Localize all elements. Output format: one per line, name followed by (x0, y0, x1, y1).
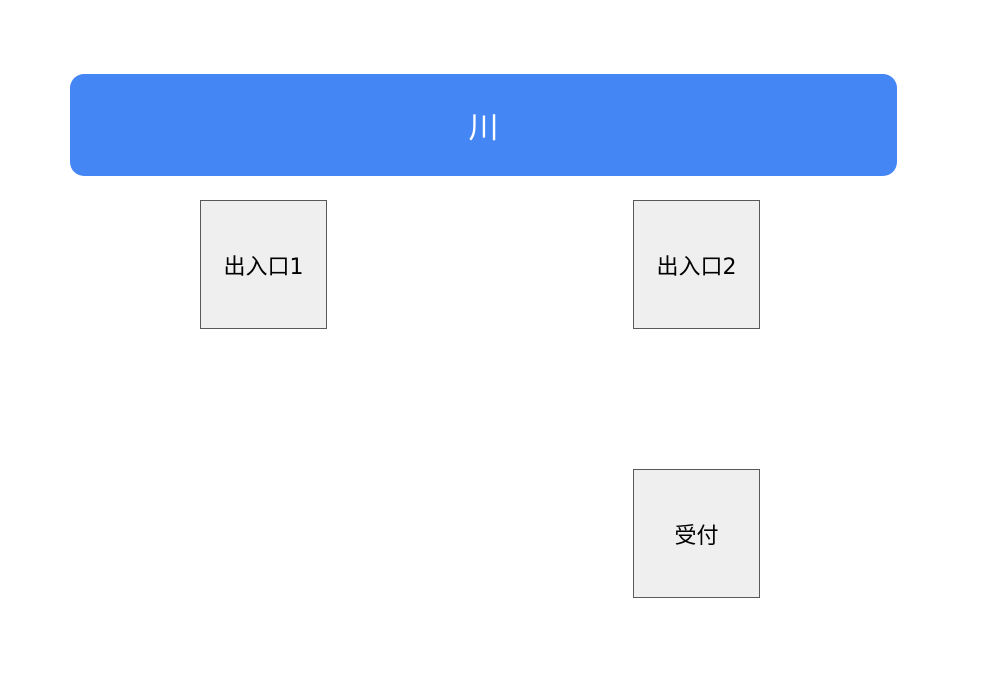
entrance-1-box: 出入口1 (200, 200, 327, 329)
reception-box: 受付 (633, 469, 760, 598)
entrance-2-box: 出入口2 (633, 200, 760, 329)
river-label: 川 (468, 111, 499, 146)
reception-label: 受付 (674, 523, 719, 549)
entrance-2-label: 出入口2 (656, 254, 737, 280)
entrance-1-label: 出入口1 (223, 254, 304, 280)
river-block: 川 (70, 74, 897, 176)
